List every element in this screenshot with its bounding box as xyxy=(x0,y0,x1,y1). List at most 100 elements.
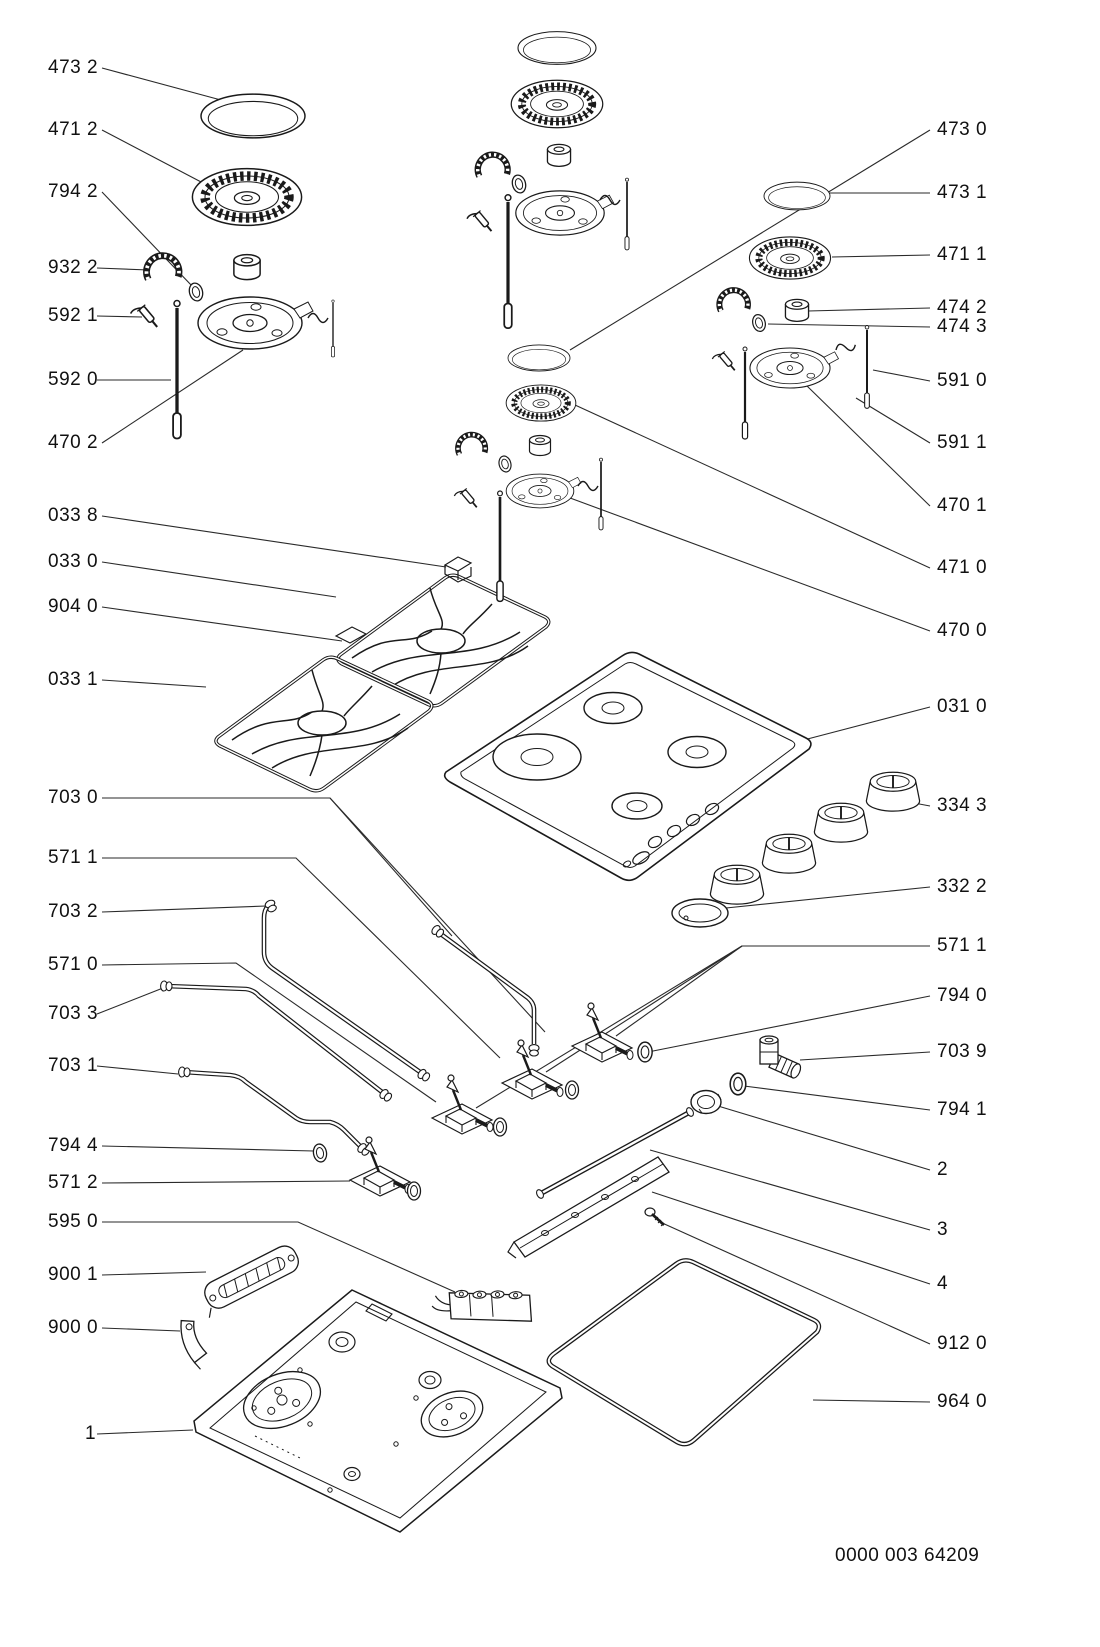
control-knob xyxy=(813,802,869,844)
knob-holes xyxy=(622,802,720,868)
label-592-0: 592 0 xyxy=(48,369,99,390)
leader-lines xyxy=(96,67,931,1435)
label-3: 3 xyxy=(937,1219,949,1240)
label-900-1: 900 1 xyxy=(48,1264,99,1285)
label-470-2: 470 2 xyxy=(48,432,99,453)
label-471-0: 471 0 xyxy=(937,557,988,578)
thermocouple xyxy=(502,193,514,330)
spark-plug-connector xyxy=(452,485,482,515)
gas-pipe xyxy=(429,923,540,1057)
label-033-8: 033 8 xyxy=(48,505,99,526)
label-703-0: 703 0 xyxy=(48,787,99,808)
seal-washer xyxy=(750,312,768,334)
label-033-0: 033 0 xyxy=(48,551,99,572)
valve-washer xyxy=(564,1080,580,1100)
valve-washer xyxy=(492,1117,508,1137)
label-470-0: 470 0 xyxy=(937,620,988,641)
label-474-2: 474 2 xyxy=(937,297,988,318)
label-592-1: 592 1 xyxy=(48,305,99,326)
injector-cap xyxy=(233,253,261,281)
burner-ring xyxy=(506,385,576,421)
burner-ring xyxy=(192,169,301,226)
injector-cap xyxy=(528,434,552,457)
label-912-0: 912 0 xyxy=(937,1333,988,1354)
label-031-0: 031 0 xyxy=(937,696,988,717)
base-pan xyxy=(193,1289,563,1533)
inlet-tube xyxy=(536,1107,694,1199)
burner-body xyxy=(197,296,314,350)
label-033-1: 033 1 xyxy=(48,669,99,690)
retainer-clip xyxy=(458,435,485,455)
burner-body xyxy=(505,473,582,509)
injector-cap xyxy=(546,143,572,168)
label-794-2: 794 2 xyxy=(48,181,99,202)
spark-plug-connector xyxy=(129,300,163,336)
grid-pad xyxy=(334,626,368,644)
label-703-1: 703 1 xyxy=(48,1055,99,1076)
mounting-bracket-slotted xyxy=(204,1245,299,1318)
burner-group-middle-top xyxy=(465,31,630,330)
ignition-electrode xyxy=(863,324,871,410)
burner-group-middle-small xyxy=(452,344,604,603)
label-591-0: 591 0 xyxy=(937,370,988,391)
label-571-1-right: 571 1 xyxy=(937,935,988,956)
burner-ring xyxy=(749,237,830,279)
fixing-screw xyxy=(644,1207,665,1227)
label-474-3: 474 3 xyxy=(937,316,988,337)
label-473-0: 473 0 xyxy=(937,119,988,140)
burner-body xyxy=(515,190,615,236)
cooktop-surface xyxy=(443,651,812,882)
label-473-1: 473 1 xyxy=(937,182,988,203)
label-595-0: 595 0 xyxy=(48,1211,99,1232)
burner-opening-large xyxy=(492,733,582,781)
label-571-0: 571 0 xyxy=(48,954,99,975)
gas-valve xyxy=(570,1001,635,1064)
burner-cap xyxy=(517,31,597,65)
retainer-clip xyxy=(719,290,748,311)
pan-support-grid-left xyxy=(214,655,434,793)
label-571-1-left: 571 1 xyxy=(48,847,99,868)
control-knob xyxy=(709,864,765,906)
seal-gasket xyxy=(546,1258,822,1447)
thermocouple xyxy=(171,298,183,441)
burner-cap xyxy=(507,344,571,372)
burner-opening-right xyxy=(667,735,727,769)
spring-symbol xyxy=(577,480,599,492)
mounting-bracket-angle xyxy=(180,1319,208,1370)
valve-washer xyxy=(637,1041,653,1063)
label-471-1: 471 1 xyxy=(937,244,988,265)
spring-symbol xyxy=(307,312,329,324)
gas-pipes xyxy=(159,898,540,1158)
ignition-electrode xyxy=(598,457,604,531)
burner-opening-rear xyxy=(583,691,643,725)
spark-plug-connector xyxy=(465,207,497,240)
label-334-3: 334 3 xyxy=(937,795,988,816)
label-900-0: 900 0 xyxy=(48,1317,99,1338)
label-703-9: 703 9 xyxy=(937,1041,988,1062)
pan-support-grid-right xyxy=(336,573,551,708)
spark-plug-connector xyxy=(710,348,740,378)
label-470-1: 470 1 xyxy=(937,495,988,516)
inlet-washer xyxy=(729,1072,747,1096)
gas-valve xyxy=(430,1073,495,1136)
control-knob xyxy=(865,771,921,813)
injector-cap xyxy=(784,298,810,323)
label-703-3: 703 3 xyxy=(48,1003,99,1024)
hole-cover-oval xyxy=(671,898,729,928)
document-number: 0000 003 64209 xyxy=(835,1545,980,1566)
label-1: 1 xyxy=(85,1423,97,1444)
ignition-electrode xyxy=(624,177,630,251)
label-904-0: 904 0 xyxy=(48,596,99,617)
valve-washer xyxy=(406,1181,422,1201)
label-964-0: 964 0 xyxy=(937,1391,988,1412)
inlet-nut xyxy=(690,1089,722,1115)
burner-group-left xyxy=(129,93,336,441)
seal-washer xyxy=(496,454,514,474)
burner-cap xyxy=(763,181,831,211)
thermocouple xyxy=(741,345,749,441)
elbow-fitting xyxy=(759,1035,802,1079)
label-794-1: 794 1 xyxy=(937,1099,988,1120)
valve-washer xyxy=(311,1142,329,1164)
label-794-0: 794 0 xyxy=(937,985,988,1006)
